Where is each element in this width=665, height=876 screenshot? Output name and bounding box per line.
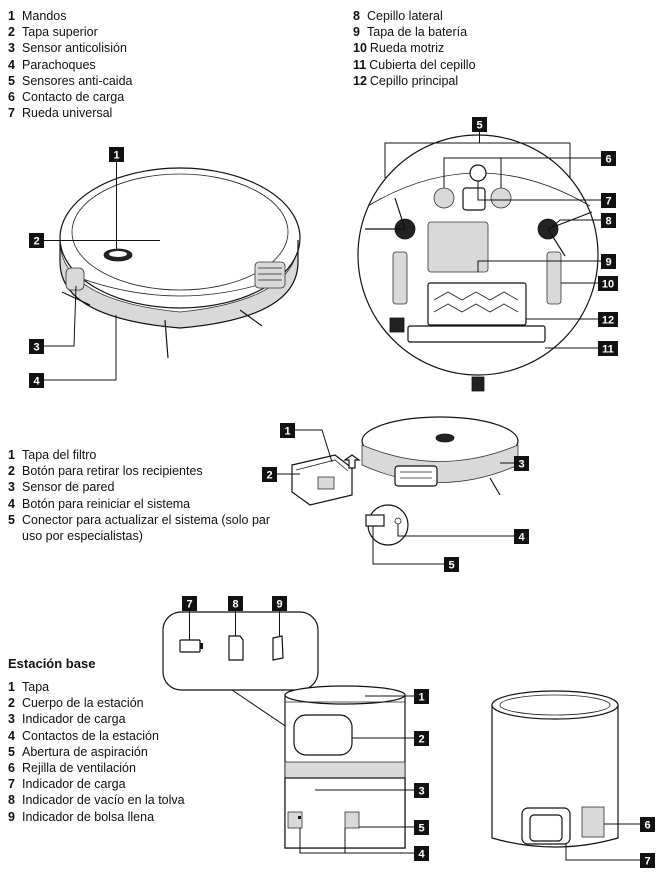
svg-text:12: 12: [602, 315, 614, 327]
svg-text:3: 3: [418, 786, 424, 798]
indicator-panel: 7 8 9: [162, 596, 319, 747]
svg-text:5: 5: [476, 120, 482, 132]
svg-text:4: 4: [33, 376, 40, 388]
svg-text:7: 7: [605, 196, 611, 208]
svg-text:1: 1: [113, 150, 119, 162]
svg-text:7: 7: [186, 599, 192, 611]
callouts-top-robot: 1 2 3 4: [29, 147, 160, 388]
svg-text:8: 8: [232, 599, 238, 611]
callouts-bottom-view: 5 6 7 8 9 10 12 11: [384, 117, 618, 356]
svg-text:7: 7: [644, 856, 650, 868]
svg-text:5: 5: [418, 823, 424, 835]
svg-text:2: 2: [266, 470, 272, 482]
robot-side-view: [291, 416, 519, 546]
robot-top-view: [59, 167, 301, 359]
svg-text:6: 6: [605, 154, 611, 166]
callouts-station-back: 6 7: [565, 817, 655, 868]
svg-text:4: 4: [518, 532, 525, 544]
station-back-view: [491, 690, 619, 848]
svg-text:3: 3: [518, 459, 524, 471]
callouts-side-view: 1 2 3 4 5: [262, 423, 529, 572]
callouts-station-front: 1 2 3 5 4: [299, 689, 429, 861]
svg-text:5: 5: [448, 560, 454, 572]
svg-text:9: 9: [605, 257, 611, 269]
svg-text:9: 9: [276, 599, 282, 611]
svg-text:1: 1: [418, 692, 424, 704]
svg-text:1: 1: [284, 426, 290, 438]
svg-text:2: 2: [418, 734, 424, 746]
svg-text:4: 4: [418, 849, 425, 861]
svg-text:11: 11: [602, 344, 614, 356]
svg-text:8: 8: [605, 216, 611, 228]
robot-bottom-view: [357, 134, 599, 392]
svg-text:6: 6: [644, 820, 650, 832]
svg-text:3: 3: [33, 342, 39, 354]
list-item-continuation: uso por especialistas): [22, 529, 143, 544]
svg-text:2: 2: [33, 236, 39, 248]
svg-text:10: 10: [602, 279, 614, 291]
station-heading: Estación base: [8, 656, 96, 671]
station-front-view: [284, 685, 406, 849]
